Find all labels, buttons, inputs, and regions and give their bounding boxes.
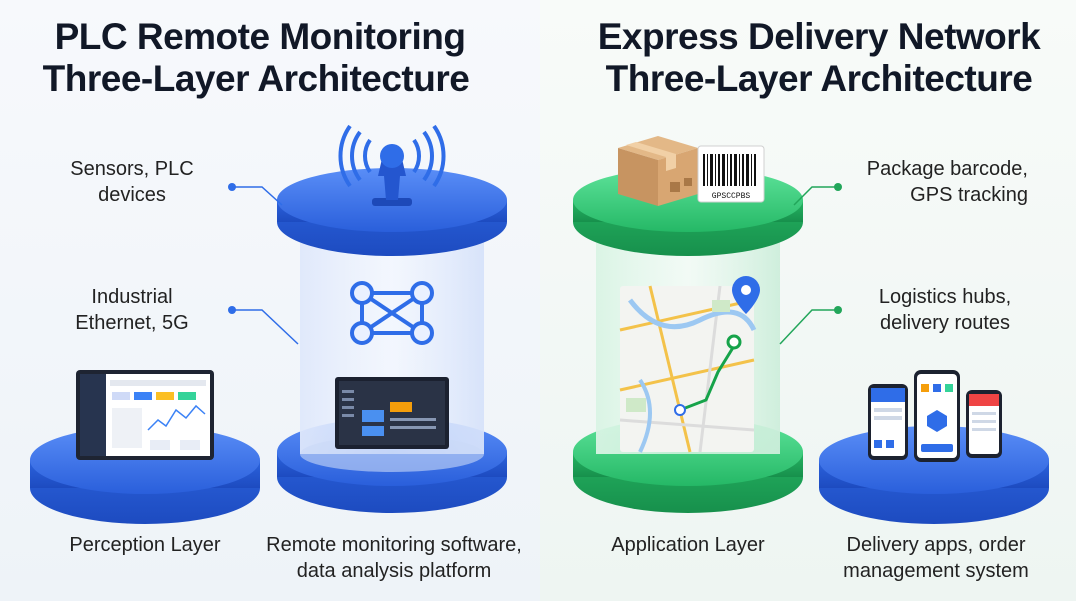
left-label-bottom-right: Remote monitoring software, data analysi… <box>252 532 536 584</box>
mobile-apps-icon <box>868 370 1002 462</box>
location-pin-icon <box>732 276 760 314</box>
left-label-top: Sensors, PLC devices <box>50 156 214 208</box>
right-label-middle: Logistics hubs, delivery routes <box>860 284 1030 336</box>
right-label-top: Package barcode, GPS tracking <box>848 156 1028 208</box>
right-title-line1: Express Delivery Network <box>597 16 1041 57</box>
barcode-label-icon: GPSCCPBS <box>697 145 765 203</box>
right-label-application-layer: Application Layer <box>611 534 765 556</box>
right-connectors <box>779 183 842 345</box>
monitoring-dashboard-icon <box>76 370 214 460</box>
barcode-text: GPSCCPBS <box>712 192 751 201</box>
left-label-bottom-right-line1: Remote monitoring software, <box>266 534 522 556</box>
route-map-icon <box>619 285 757 453</box>
left-label-top-line2: devices <box>98 184 166 206</box>
left-title-line1: PLC Remote Monitoring <box>54 16 466 57</box>
package-box-icon <box>618 136 698 206</box>
left-label-middle: Industrial Ethernet, 5G <box>50 284 214 336</box>
right-label-bottom-right: Delivery apps, order management system <box>826 532 1046 584</box>
right-title-line2: Three-Layer Architecture <box>605 58 1033 99</box>
left-label-top-line1: Sensors, PLC <box>70 158 194 180</box>
left-label-middle-line1: Industrial <box>91 286 173 308</box>
network-nodes-icon <box>350 281 434 345</box>
left-central-pillar <box>277 168 507 513</box>
left-connectors <box>228 183 299 345</box>
left-title-line2: Three-Layer Architecture <box>42 58 470 99</box>
left-label-middle-line2: Ethernet, 5G <box>75 312 189 334</box>
software-screen-icon <box>335 377 449 449</box>
wireless-antenna-icon <box>338 124 446 206</box>
right-label-top-line2: GPS tracking <box>910 184 1028 206</box>
left-label-bottom-right-line2: data analysis platform <box>296 560 492 582</box>
right-label-middle-line1: Logistics hubs, <box>878 286 1012 308</box>
right-label-middle-line2: delivery routes <box>879 312 1011 334</box>
right-title: Express Delivery Network Three-Layer Arc… <box>566 16 1072 100</box>
left-title: PLC Remote Monitoring Three-Layer Archit… <box>10 16 510 100</box>
right-label-bottom-right-line1: Delivery apps, order <box>846 534 1026 556</box>
left-label-perception-layer: Perception Layer <box>69 534 221 556</box>
right-label-top-line1: Package barcode, <box>866 158 1028 180</box>
right-label-bottom-right-line2: management system <box>843 560 1029 582</box>
